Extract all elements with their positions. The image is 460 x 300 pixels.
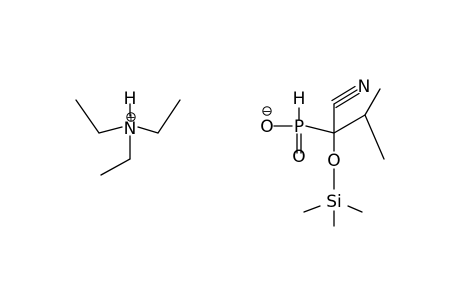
positive-charge-ring <box>126 112 136 122</box>
bond-n-ethyl-right <box>137 126 159 134</box>
positive-charge-label: + <box>126 111 135 124</box>
bond-cn-triple-1 <box>333 89 358 105</box>
bond-p-c <box>305 125 335 134</box>
bond-si-methyl-left <box>303 205 321 213</box>
ammonium-nitrogen-label: N <box>124 119 137 139</box>
oxide-oxygen-label: O <box>260 117 273 137</box>
bond-ethyl-left-ch3 <box>75 99 100 134</box>
bond-n-ethyl-left <box>98 126 123 134</box>
bond-ethyl-right-ch3 <box>157 99 181 134</box>
nitrile-nitrogen-label: N <box>358 77 371 97</box>
triethylammonium-cation: H + N <box>75 89 181 176</box>
bond-c-isopropyl <box>333 114 366 134</box>
bond-cn-triple-2 <box>335 92 360 109</box>
ether-oxygen-label: O <box>327 151 340 171</box>
negative-charge-label: − <box>262 105 271 118</box>
phosphorus-hydrogen-label: H <box>293 89 306 109</box>
bond-isopropyl-methyl-1 <box>364 88 381 116</box>
negative-charge-ring <box>262 106 272 116</box>
bond-isopropyl-methyl-2 <box>364 114 385 160</box>
bond-cn-triple-3 <box>331 85 356 102</box>
bond-ethyl-bottom-ch3 <box>100 158 131 176</box>
oxo-oxygen-label: O <box>292 147 305 167</box>
phosphorus-label: P <box>294 117 304 137</box>
ammonium-hydrogen-label: H <box>124 89 137 109</box>
silicon-label: Si <box>326 192 342 212</box>
bond-si-methyl-right <box>347 205 363 213</box>
phosphinate-anion: H P O − O N O Si <box>260 77 385 227</box>
